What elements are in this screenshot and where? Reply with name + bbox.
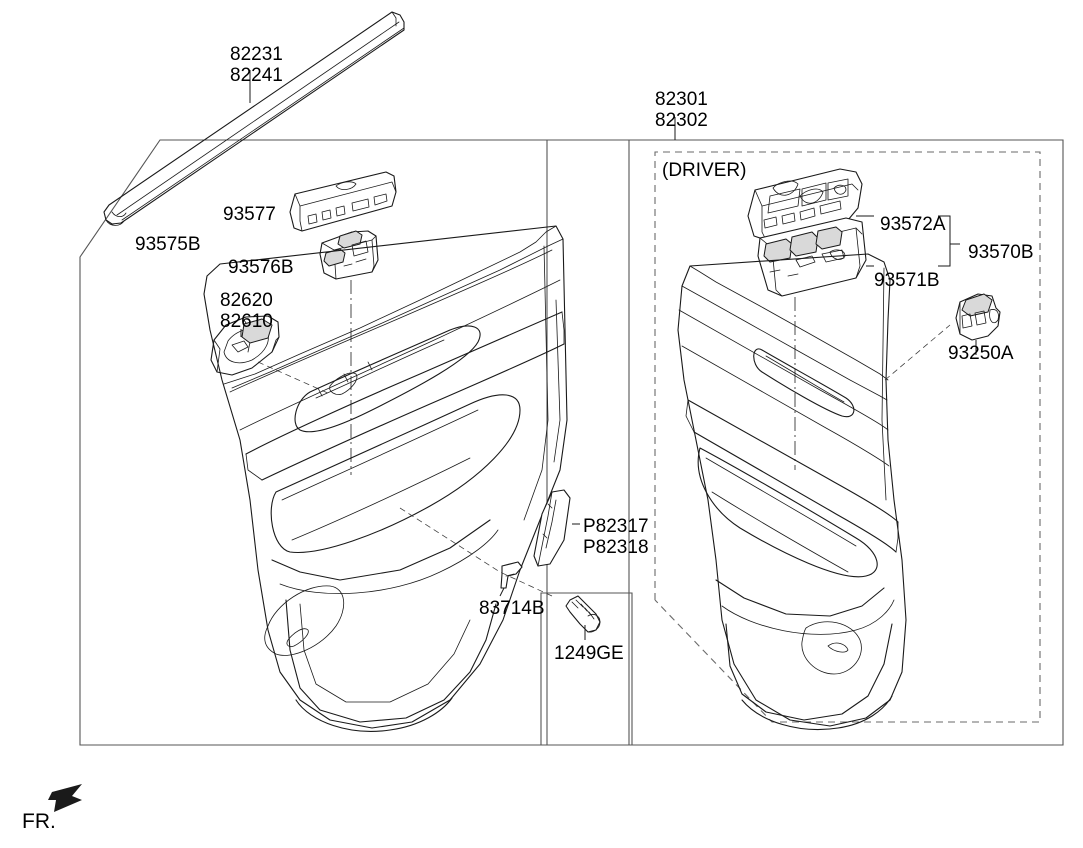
passenger-door-trim-illustration — [203, 225, 568, 732]
label-door-trim-panel-line2: 82302 — [655, 110, 708, 131]
driver-region-dashed-box — [654, 151, 1041, 723]
label-door-grip-garnish: P82317 P82318 — [583, 516, 649, 558]
right-panel-frame — [628, 139, 1064, 746]
label-pw-switch-assy-passenger: 93575B — [135, 234, 201, 255]
power-window-switch-driver-part — [757, 217, 867, 297]
clip-assembly-line — [399, 507, 553, 597]
label-door-grip-garnish-line1: P82317 — [583, 516, 649, 537]
left-panel-frame — [79, 139, 548, 746]
screw-part — [565, 595, 601, 633]
label-pw-switch-assy-driver: 93570B — [968, 242, 1034, 263]
mirror-control-switch-part — [955, 293, 1001, 341]
switch-bezel-passenger-part — [289, 171, 397, 232]
door-inside-handle-part — [210, 315, 280, 376]
label-door-grip-garnish-line2: P82318 — [583, 537, 649, 558]
label-weatherstrip-line1: 82231 — [230, 44, 283, 65]
driver-door-trim-illustration — [677, 253, 907, 731]
label-screw: 1249GE — [554, 643, 624, 664]
bracket-driver-assy-bottom — [938, 244, 951, 267]
label-switch-bezel-driver: 93572A — [880, 214, 946, 235]
weatherstrip-part — [103, 11, 405, 226]
label-driver-group-note: (DRIVER) — [662, 160, 747, 181]
handle-assembly-line — [257, 361, 331, 395]
bracket-driver-assy-top — [938, 215, 960, 245]
label-mirror-control-switch: 93250A — [948, 343, 1014, 364]
trim-clip-part — [500, 561, 523, 589]
leader-clip — [499, 587, 505, 597]
label-door-inside-handle-line1: 82620 — [220, 290, 273, 311]
label-weatherstrip: 82231 82241 — [230, 44, 283, 86]
label-switch-bezel-passenger: 93577 — [223, 204, 276, 225]
label-weatherstrip-line2: 82241 — [230, 65, 283, 86]
mirror-switch-assembly-line — [884, 324, 951, 381]
power-window-switch-passenger-part — [319, 230, 379, 280]
label-door-inside-handle: 82620 82610 — [220, 290, 273, 332]
label-pw-switch-passenger: 93576B — [228, 257, 294, 278]
label-pw-switch-driver: 93571B — [874, 270, 940, 291]
front-direction-label: FR. — [22, 810, 56, 833]
door-grip-garnish-part — [533, 489, 571, 567]
front-direction-arrow-icon — [48, 784, 82, 812]
screw-inset-box — [540, 592, 633, 746]
label-door-inside-handle-line2: 82610 — [220, 311, 273, 332]
label-door-trim-panel: 82301 82302 — [655, 89, 708, 131]
label-door-trim-panel-line1: 82301 — [655, 89, 708, 110]
label-trim-clip: 83714B — [479, 598, 545, 619]
